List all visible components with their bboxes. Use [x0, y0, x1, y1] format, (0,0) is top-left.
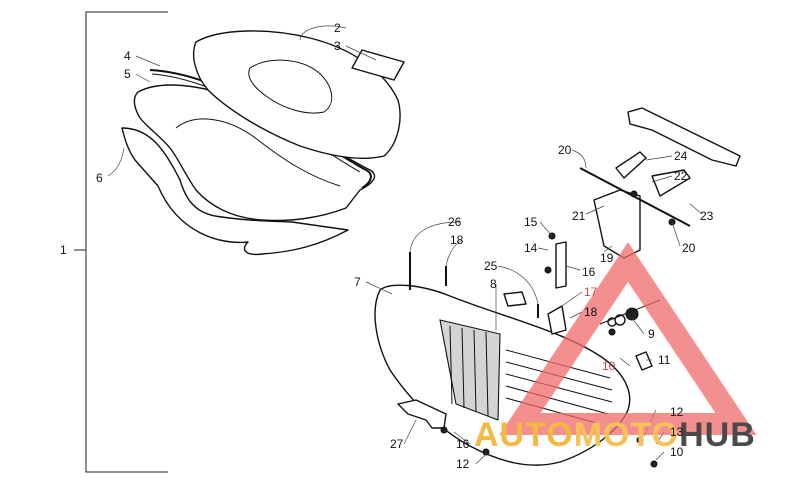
lid-shell-inner-edge — [175, 118, 341, 187]
decal-part-3 — [351, 49, 405, 81]
part-number-20b: 20 — [682, 241, 696, 255]
part-number-2: 2 — [334, 21, 341, 35]
part-number-10a: 10 — [602, 359, 616, 373]
storage-box-inner-wall — [439, 319, 501, 421]
part-number-16b: 16 — [582, 265, 596, 279]
part-number-9: 9 — [648, 327, 655, 341]
watermark-triangle — [499, 242, 757, 435]
watermark-text-hub: HUB — [679, 416, 756, 454]
part-number-12a: 12 — [670, 405, 684, 419]
part-number-23: 23 — [700, 209, 714, 223]
part-number-21: 21 — [572, 209, 586, 223]
part-number-13: 13 — [670, 425, 684, 439]
watermark-text: AUTOMOTOHUB — [474, 416, 756, 454]
part-number-6: 6 — [96, 171, 103, 185]
part-number-3: 3 — [334, 39, 341, 53]
lid-top-recess — [248, 59, 333, 114]
mount-plate-part-21 — [593, 189, 641, 259]
assembly-bracket — [74, 11, 168, 473]
part-number-11: 11 — [658, 353, 671, 367]
part-number-16a: 16 — [456, 437, 470, 451]
part-number-1: 1 — [60, 243, 67, 257]
automotohub-watermark: AUTOMOTOHUB — [474, 242, 757, 454]
part-number-18b: 18 — [584, 305, 598, 319]
part-number-7: 7 — [354, 275, 361, 289]
latch-bracket-part-27 — [397, 399, 447, 429]
part-number-26: 26 — [448, 215, 462, 229]
part-number-15: 15 — [524, 215, 538, 229]
part-number-19: 19 — [600, 251, 614, 265]
mount-arm-right — [651, 169, 691, 197]
part-number-22: 22 — [674, 169, 688, 183]
part-number-27: 27 — [390, 437, 404, 451]
part-number-17: 17 — [584, 285, 598, 299]
mount-arm-part-22 — [615, 151, 647, 179]
strap-part-14 — [555, 241, 567, 289]
latch-part-17 — [547, 305, 567, 335]
part-number-8: 8 — [490, 277, 497, 291]
clip-part-11 — [635, 351, 653, 371]
watermark-text-auto: AUTO — [474, 416, 574, 454]
decal-part-8 — [503, 291, 527, 307]
lid-top-part-2 — [192, 30, 401, 160]
part-number-18a: 18 — [450, 233, 464, 247]
watermark-text-moto: MOTO — [574, 416, 679, 454]
mount-rack-part-24 — [627, 107, 741, 167]
part-number-12b: 12 — [456, 457, 470, 471]
lid-liner-part-6 — [121, 127, 349, 256]
part-number-labels: 1 2 3 4 5 6 7 8 9 10 11 12 13 10 12 16 2… — [60, 21, 714, 471]
storage-box-ribs — [449, 325, 489, 417]
part-number-24: 24 — [674, 149, 688, 163]
part-number-25: 25 — [484, 259, 498, 273]
part-number-14: 14 — [524, 241, 538, 255]
part-number-4: 4 — [124, 49, 131, 63]
part-number-10b: 10 — [670, 445, 684, 459]
part-number-20a: 20 — [558, 143, 572, 157]
part-number-5: 5 — [124, 67, 131, 81]
